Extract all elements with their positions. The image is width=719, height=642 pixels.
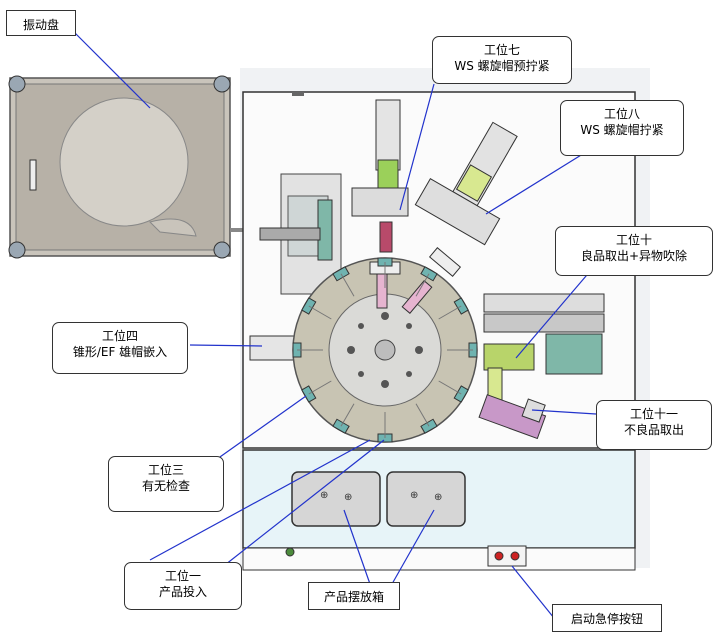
fixture-arm-6 xyxy=(415,403,430,427)
station3-title: 工位三 xyxy=(147,463,184,477)
station11-label: 工位十一 不良品取出 xyxy=(596,400,712,450)
station8-desc: WS 螺旋帽拧紧 xyxy=(580,123,664,137)
product-box-text: 产品摆放箱 xyxy=(323,590,384,604)
fixture-arm-9 xyxy=(308,380,332,395)
station3-desc: 有无检查 xyxy=(141,479,190,493)
station7-mechanism xyxy=(351,99,409,253)
svg-text:⊕: ⊕ xyxy=(344,492,352,503)
callout-lines xyxy=(71,29,599,619)
fixture-arm-5 xyxy=(438,380,462,395)
vibrating-bowl-unit xyxy=(8,75,244,259)
product-tray-left xyxy=(291,471,381,527)
vibrating-bowl-label: 振动盘 xyxy=(6,10,76,36)
station10-desc: 良品取出+异物吹除 xyxy=(580,249,688,263)
vibrating-bowl-text: 振动盘 xyxy=(22,18,59,32)
svg-text:⊕: ⊕ xyxy=(320,490,328,501)
station8-mechanism xyxy=(414,121,518,246)
station8-title: 工位八 xyxy=(603,107,640,121)
station4-desc: 锥形/EF 雄帽嵌入 xyxy=(72,345,168,359)
bowl-disc xyxy=(59,97,189,227)
station4-title: 工位四 xyxy=(101,329,138,343)
tray-area: ⊕ ⊕ ⊕ ⊕ xyxy=(242,449,636,571)
fixture-arm-3 xyxy=(438,305,462,320)
station10-label: 工位十 良品取出+异物吹除 xyxy=(555,226,713,276)
product-box-label: 产品摆放箱 xyxy=(308,582,400,610)
start-button xyxy=(494,551,504,561)
fixture-arm-12 xyxy=(340,273,355,297)
svg-text:⊕: ⊕ xyxy=(410,490,418,501)
station8-label: 工位八 WS 螺旋帽拧紧 xyxy=(560,100,684,156)
station7-title: 工位七 xyxy=(483,43,520,57)
start-stop-button-label: 启动急停按钮 xyxy=(552,604,662,632)
station4-label: 工位四 锥形/EF 雄帽嵌入 xyxy=(52,322,188,374)
station1-title: 工位一 xyxy=(164,569,201,583)
index-fixtures xyxy=(292,257,478,443)
station7-desc: WS 螺旋帽预拧紧 xyxy=(454,59,550,73)
emergency-stop-button xyxy=(510,551,520,561)
fixture-arm-2 xyxy=(415,273,430,297)
station1-desc: 产品投入 xyxy=(158,585,207,599)
station11-desc: 不良品取出 xyxy=(623,423,684,437)
button-panel xyxy=(487,545,527,567)
station10-title: 工位十 xyxy=(615,233,652,247)
fixture-arm-11 xyxy=(308,305,332,320)
station11-title: 工位十一 xyxy=(629,407,678,421)
bowl-handle xyxy=(29,159,37,191)
feeder-mechanism xyxy=(259,173,342,295)
fixture-arm-8 xyxy=(340,403,355,427)
station3-label: 工位三 有无检查 xyxy=(108,456,224,512)
product-tray-right xyxy=(386,471,466,527)
svg-text:⊕: ⊕ xyxy=(434,492,442,503)
station1-label: 工位一 产品投入 xyxy=(124,562,242,610)
station7-label: 工位七 WS 螺旋帽预拧紧 xyxy=(432,36,572,84)
start-stop-button-text: 启动急停按钮 xyxy=(570,612,643,626)
